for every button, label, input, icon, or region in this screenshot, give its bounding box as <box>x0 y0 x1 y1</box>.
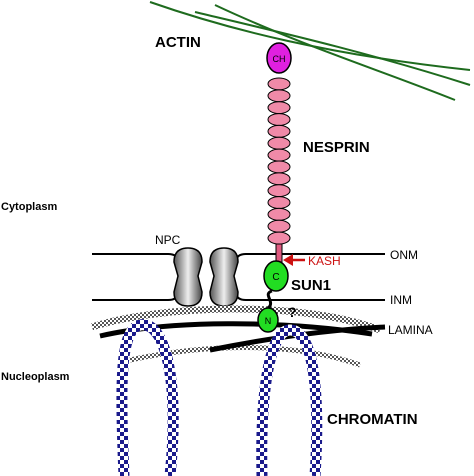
question-label: ? <box>288 304 297 320</box>
kash-arrow <box>283 254 305 266</box>
npc-label: NPC <box>155 233 181 247</box>
chromatin-loops <box>116 319 323 476</box>
kash-label: KASH <box>308 254 341 268</box>
ch-domain: CH <box>266 42 292 74</box>
spectrin-repeat <box>267 184 291 198</box>
spectrin-repeat <box>267 160 291 174</box>
spectrin-repeat <box>267 196 291 209</box>
spectrin-repeat <box>267 77 291 91</box>
spectrin-repeat <box>267 113 291 126</box>
kash-domain <box>275 243 283 263</box>
sun1-label: SUN1 <box>291 277 331 294</box>
spectrin-repeat <box>267 219 291 233</box>
sun1-protein: C N <box>257 260 289 333</box>
sun-c-label: C <box>272 272 279 283</box>
spectrin-repeats <box>267 77 291 245</box>
sun-n-label: N <box>265 316 272 326</box>
spectrin-repeat <box>267 148 291 162</box>
lamina-meshwork <box>90 305 386 368</box>
spectrin-repeat <box>267 124 291 138</box>
chromatin-label: CHROMATIN <box>327 411 418 428</box>
sun-c-domain <box>263 260 289 292</box>
inner-nuclear-membrane <box>92 291 179 301</box>
spectrin-repeat <box>267 136 291 150</box>
actin-filaments <box>149 1 471 101</box>
spectrin-repeat <box>267 207 291 221</box>
ch-domain-label: CH <box>273 54 286 64</box>
actin-label: ACTIN <box>155 34 201 51</box>
spectrin-repeat <box>267 231 291 245</box>
nucleoplasm-label: Nucleoplasm <box>1 371 70 383</box>
sun-n-domain <box>257 307 279 333</box>
sun-linker <box>266 289 273 310</box>
nuclear-pore-complex <box>173 247 239 307</box>
spectrin-repeat <box>267 89 291 103</box>
lamina-label: LAMINA <box>388 323 433 337</box>
nesprin-label: NESPRIN <box>303 139 370 156</box>
onm-label: ONM <box>390 248 418 262</box>
outer-nuclear-membrane <box>92 253 179 263</box>
spectrin-repeat <box>267 172 291 186</box>
inm-label: INM <box>390 293 412 307</box>
spectrin-repeat <box>267 101 291 115</box>
cytoplasm-label: Cytoplasm <box>1 201 57 213</box>
